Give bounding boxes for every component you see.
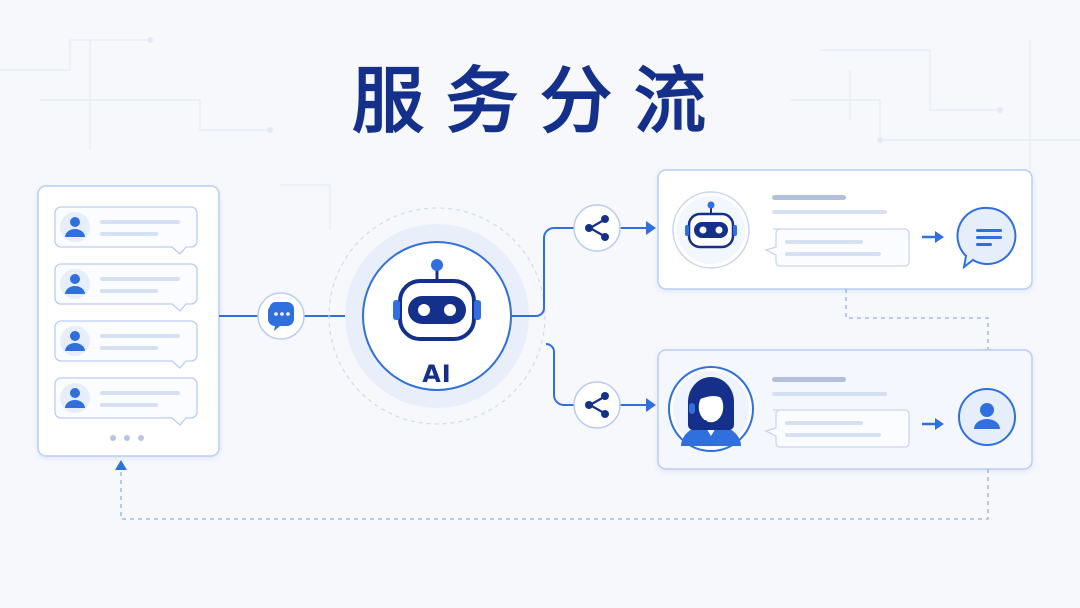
user-icon [70, 331, 80, 341]
user-icon [70, 217, 80, 227]
queue-item[interactable] [54, 320, 198, 369]
arrow-head-icon [935, 231, 944, 243]
customer-queue-panel [37, 185, 220, 457]
panel-link-dashed [845, 289, 989, 350]
more-dots-icon[interactable] [110, 435, 144, 441]
share-icon [573, 204, 621, 252]
routing-branches [511, 227, 648, 406]
chat-bubble-icon [257, 292, 305, 340]
bot-route-panel [657, 169, 1033, 290]
human-route-panel [657, 349, 1033, 470]
user-icon [70, 388, 80, 398]
queue-item[interactable] [54, 206, 198, 255]
robot-icon [672, 191, 750, 269]
message-bubble-icon[interactable] [956, 206, 1017, 270]
share-icon [573, 381, 621, 429]
arrow-head-icon [646, 221, 656, 235]
ai-hub [328, 207, 546, 425]
queue-item[interactable] [54, 377, 198, 426]
user-icon [70, 274, 80, 284]
arrow-head-icon [115, 460, 127, 470]
robot-icon [393, 259, 481, 341]
human-agent-icon [668, 366, 754, 452]
feedback-loop-dashed [115, 460, 989, 520]
arrow-head-icon [935, 418, 944, 430]
arrow-head-icon [646, 398, 656, 412]
user-icon[interactable] [958, 388, 1016, 446]
ai-hub-label: AI [422, 360, 452, 388]
queue-item[interactable] [54, 263, 198, 312]
page-title: 服务分流 [351, 59, 728, 143]
